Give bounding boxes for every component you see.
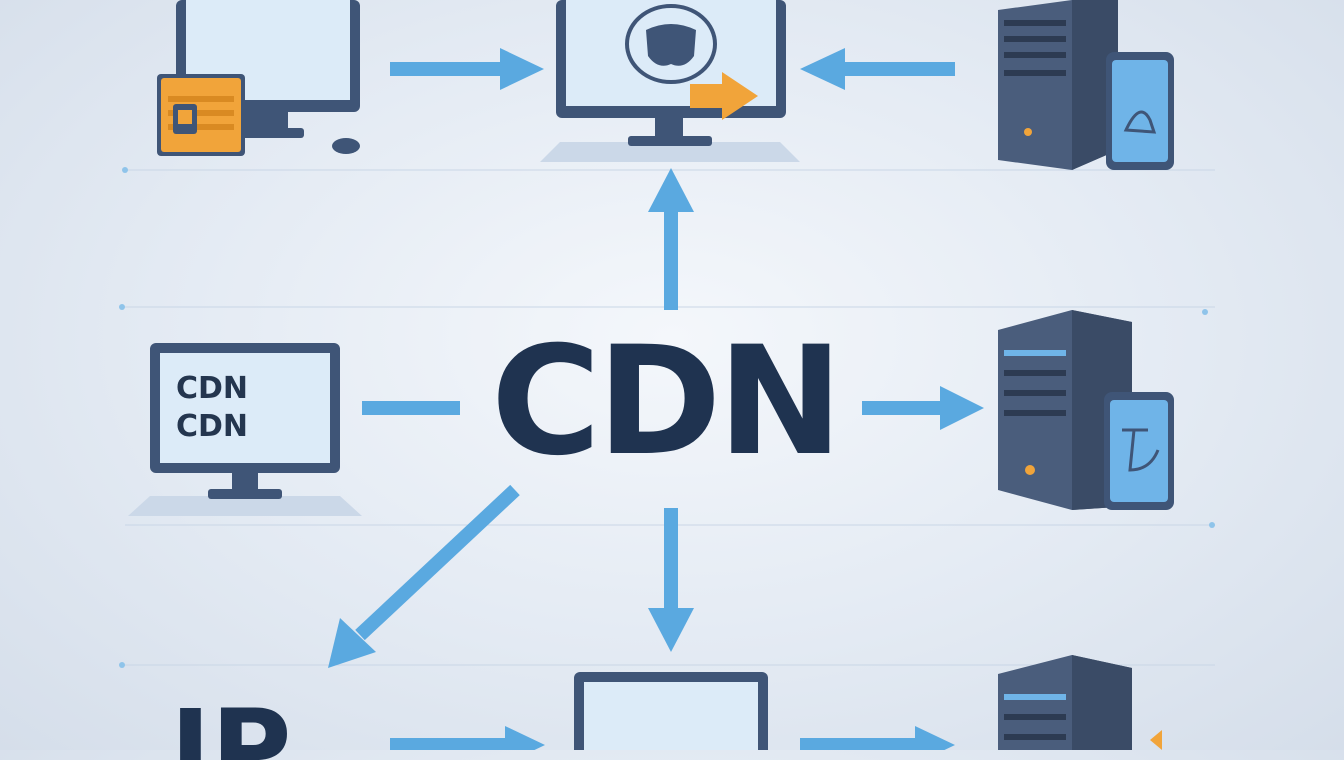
server-with-phone-icon <box>998 0 1174 170</box>
ip-label: IP <box>170 690 292 760</box>
arrow-diagonal-down-left <box>355 484 520 641</box>
screen-line: CDN <box>176 371 249 406</box>
arrowhead <box>940 386 984 430</box>
server-with-phone-icon <box>998 310 1174 510</box>
cdn-title: CDN <box>490 315 843 489</box>
screen-line: CDN <box>176 409 249 444</box>
arrowhead <box>915 726 955 750</box>
monitor-cdn-icon <box>128 343 362 516</box>
arrowhead <box>505 726 545 750</box>
monitor-with-mask-icon <box>540 0 800 162</box>
arrowhead <box>800 48 845 90</box>
server-icon <box>998 655 1162 750</box>
arrowhead <box>648 168 694 212</box>
monitor-screen-text: CDN CDN <box>176 370 306 446</box>
arrowhead <box>648 608 694 652</box>
arrowhead <box>500 48 544 90</box>
arrowhead <box>328 618 376 668</box>
desktop-with-folder-icon <box>157 0 360 156</box>
desktop-monitor-icon <box>574 672 768 750</box>
arrow-icons <box>328 48 984 750</box>
